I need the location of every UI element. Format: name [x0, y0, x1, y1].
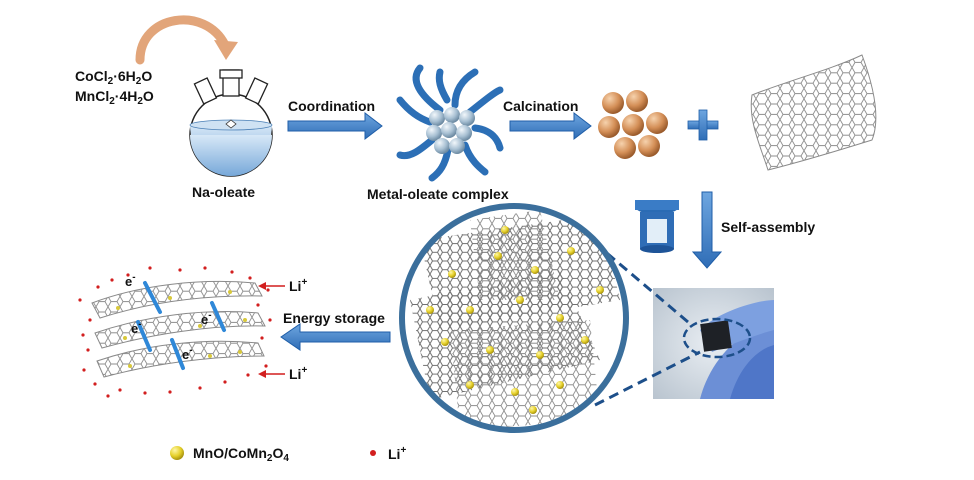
electron-label-3: e- — [131, 319, 142, 336]
li-ion-label-bottom: Li+ — [289, 365, 308, 382]
calcination-arrow — [509, 111, 592, 141]
li-ion-arrows — [258, 282, 285, 378]
self-assembly-label: Self-assembly — [721, 219, 816, 235]
flask-icon — [189, 69, 273, 177]
legend-li-marker — [370, 450, 376, 456]
electrode-layers-icon — [78, 266, 272, 398]
energy-storage-arrow — [280, 323, 391, 351]
reagent-cocl2: CoCl2·6H2O — [75, 68, 153, 87]
energy-storage-label: Energy storage — [283, 310, 385, 326]
coordination-arrow — [287, 111, 383, 141]
reaction-curve-arrow — [135, 15, 238, 65]
complex-label: Metal-oleate complex — [367, 186, 509, 202]
sample-photo — [653, 288, 774, 399]
metal-oleate-complex-icon — [396, 64, 504, 182]
reagent-mncl2: MnCl2·4H2O — [75, 88, 154, 107]
legend-li-label: Li+ — [388, 445, 407, 462]
electron-label-2: e- — [201, 310, 212, 327]
electron-label-1: e- — [125, 272, 136, 289]
self-assembly-arrow — [691, 191, 723, 269]
metal-oxide-nanoparticles-icon — [598, 90, 668, 159]
magnified-view — [399, 203, 629, 433]
legend-mno-marker — [170, 446, 184, 460]
na-oleate-label: Na-oleate — [192, 184, 256, 200]
coordination-label: Coordination — [288, 98, 376, 114]
legend-mno-label: MnO/CoMn2O4 — [193, 445, 289, 464]
electron-label-4: e- — [182, 345, 193, 362]
container-icon — [635, 200, 679, 253]
li-ion-label-top: Li+ — [289, 277, 308, 294]
calcination-label: Calcination — [503, 98, 579, 114]
graphene-sheet-icon — [750, 54, 877, 171]
plus-icon — [687, 109, 719, 141]
